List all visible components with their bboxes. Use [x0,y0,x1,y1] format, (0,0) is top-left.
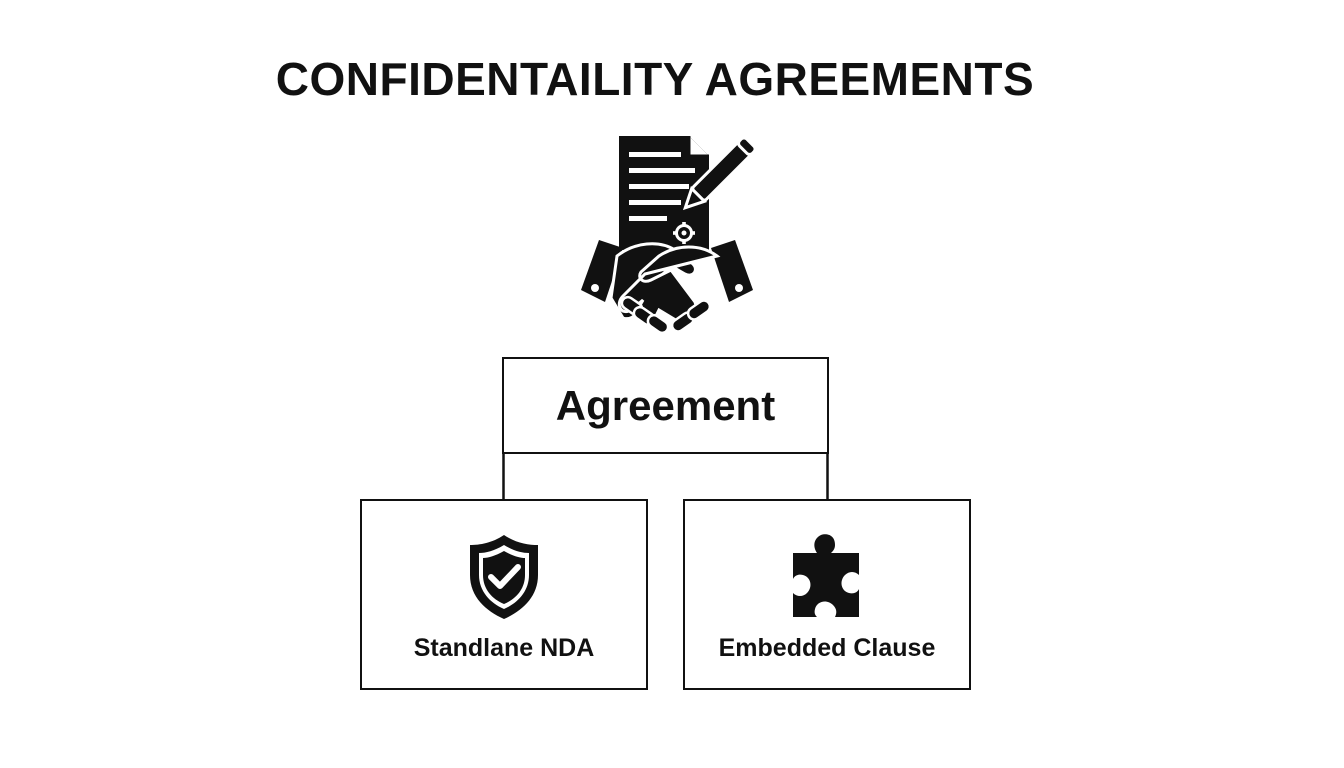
child-node-nda: Standlane NDA [360,499,648,690]
child-node-label-embedded-clause: Embedded Clause [718,634,936,662]
root-node-label: Agreement [555,381,776,429]
puzzle-piece-icon [793,534,859,617]
root-node-agreement: Agreement [502,357,829,454]
seal-gear-icon [673,222,695,244]
child-node-label-nda: Standlane NDA [413,634,595,662]
child-node-embedded-clause: Embedded Clause [683,499,971,690]
page-title: CONFIDENTAILITY AGREEMENTS [275,53,1035,105]
document-pen-handshake-icon [581,136,757,335]
pen-icon [682,136,757,211]
handshake-icon [581,240,753,335]
document-icon [619,136,709,250]
shield-check-icon [470,535,538,619]
